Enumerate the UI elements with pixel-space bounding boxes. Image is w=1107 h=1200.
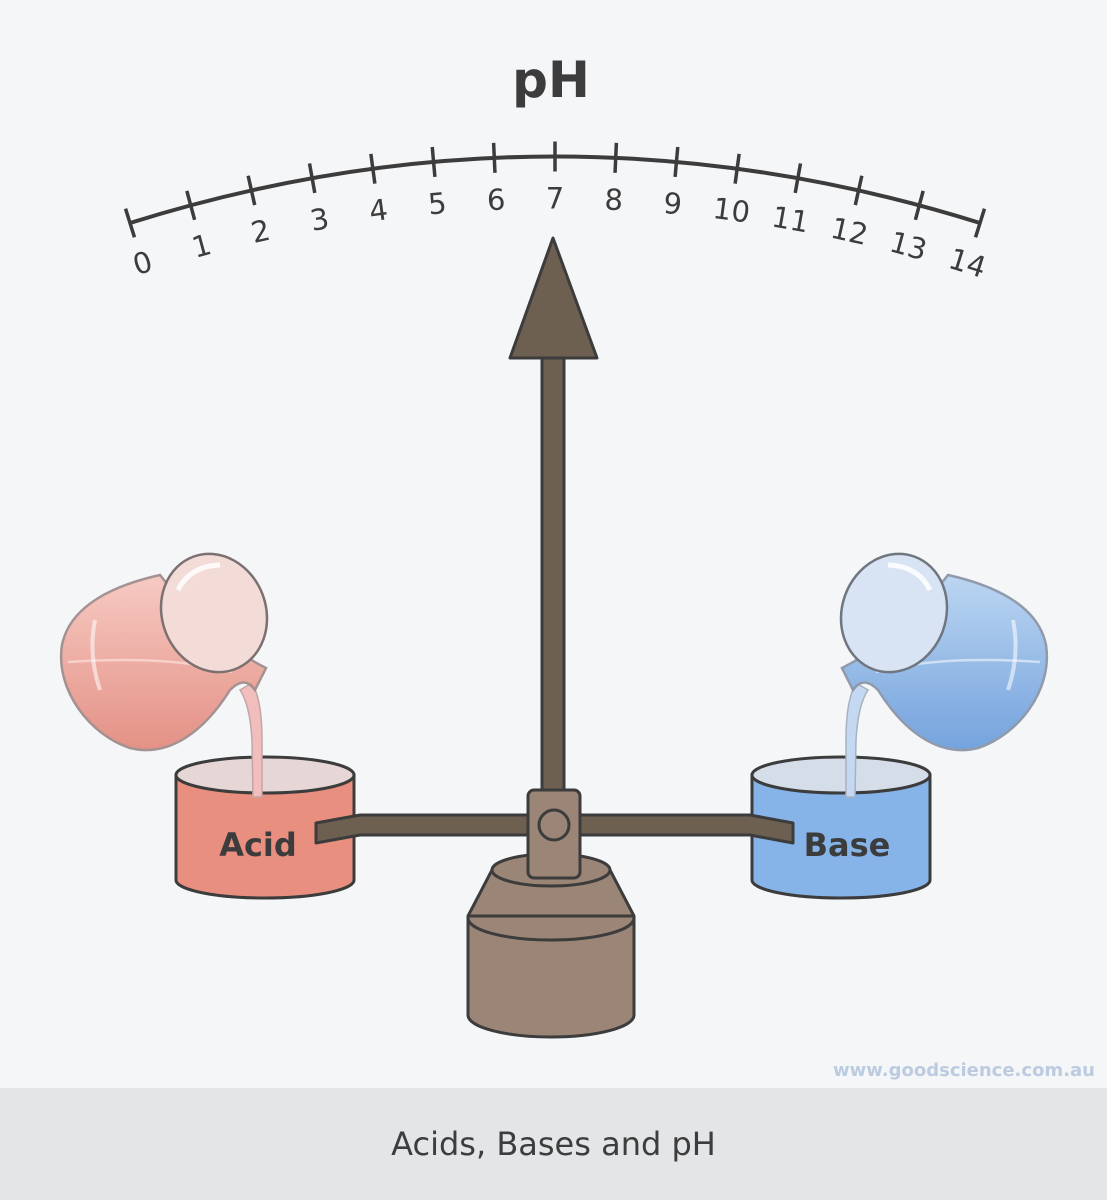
ph-tick-mark	[613, 142, 619, 173]
balance-stand	[466, 788, 636, 1039]
acid-pitcher-icon	[59, 552, 269, 798]
acid-label: Acid	[219, 826, 297, 864]
watermark: www.goodscience.com.au	[833, 1060, 1095, 1081]
ph-tick-label: 11	[769, 200, 811, 240]
ph-tick-label: 13	[886, 225, 930, 267]
ph-tick-mark	[307, 163, 317, 194]
base-label: Base	[804, 826, 891, 864]
ph-tick-label: 2	[248, 213, 273, 250]
caption-bar: Acids, Bases and pH	[0, 1088, 1107, 1200]
ph-tick-mark	[853, 175, 864, 206]
ph-tick-label: 1	[188, 227, 215, 265]
ph-tick-label: 14	[945, 241, 990, 284]
ph-tick-label: 10	[711, 191, 752, 230]
pointer-arrowhead	[508, 236, 599, 360]
ph-title: pH	[512, 51, 590, 109]
base-container: Base	[750, 755, 932, 900]
ph-tick-label: 12	[828, 211, 871, 252]
ph-tick-mark	[369, 153, 377, 184]
ph-tick-label: 0	[129, 244, 157, 282]
ph-tick-mark	[185, 190, 197, 221]
ph-tick-mark	[793, 163, 803, 194]
ph-tick-label: 4	[367, 192, 390, 228]
ph-tick-mark	[913, 190, 925, 221]
ph-tick-mark	[973, 208, 987, 238]
ph-tick-mark	[673, 146, 680, 178]
acid-container: Acid	[174, 755, 356, 900]
ph-tick-mark	[733, 153, 741, 184]
ph-tick-mark	[430, 146, 437, 178]
ph-tick-mark	[246, 175, 257, 206]
ph-tick-mark	[123, 208, 137, 238]
ph-tick-label: 3	[307, 201, 331, 238]
caption: Acids, Bases and pH	[391, 1125, 716, 1163]
ph-tick-mark	[491, 142, 497, 173]
ph-tick-label: 5	[427, 186, 448, 222]
ph-tick-label: 7	[546, 182, 564, 216]
ph-tick-label: 6	[486, 182, 506, 217]
pointer-shaft	[540, 353, 566, 797]
ph-tick-label: 8	[604, 182, 624, 217]
base-pitcher-icon	[839, 552, 1049, 798]
ph-tick-label: 9	[662, 186, 683, 222]
